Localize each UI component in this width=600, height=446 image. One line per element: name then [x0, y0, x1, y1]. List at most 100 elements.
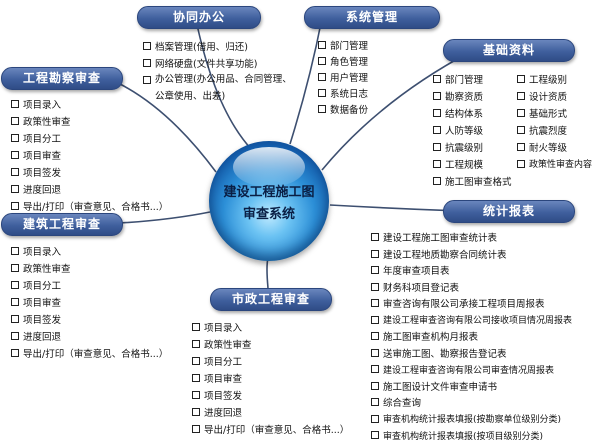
survey-pill[interactable]: 工程勘察审查 [1, 67, 123, 90]
list-item[interactable]: 项目录入 [11, 242, 181, 259]
basic-pill[interactable]: 基础资料 [443, 39, 575, 62]
center-title: 建设工程施工图 审查系统 [209, 182, 329, 226]
checkbox-icon [371, 282, 379, 291]
checkbox-icon [433, 176, 441, 185]
checkbox-icon [192, 322, 200, 331]
list-item[interactable]: 人防等级 [433, 121, 519, 138]
list-item[interactable]: 导出/打印（审查意见、合格书...） [11, 344, 181, 361]
list-item[interactable]: 项目录入 [192, 318, 367, 335]
sphere-highlight [233, 147, 305, 187]
list-item[interactable]: 综合查询 [371, 394, 599, 411]
stats-pill[interactable]: 统计报表 [443, 200, 575, 223]
list-item[interactable]: 项目签发 [192, 386, 367, 403]
list-item[interactable]: 抗震级别 [433, 138, 519, 155]
list-item[interactable]: 审查咨询有限公司承接工程项目周报表 [371, 295, 599, 312]
checkbox-icon [11, 116, 19, 125]
checkbox-icon [371, 249, 379, 258]
checkbox-icon [192, 339, 200, 348]
list-item[interactable]: 进度回退 [11, 180, 181, 197]
list-item[interactable]: 结构体系 [433, 104, 519, 121]
list-item[interactable]: 项目签发 [11, 310, 181, 327]
municipal-list: 项目录入 政策性审查 项目分工 项目审查 项目签发 进度回退 导出/打印（审查意… [192, 318, 367, 437]
list-item[interactable]: 建设工程审查咨询有限公司接收项目情况周报表 [371, 312, 599, 329]
checkbox-icon [11, 201, 19, 210]
checkbox-icon [433, 125, 441, 134]
checkbox-icon [11, 348, 19, 357]
list-item[interactable]: 角色管理 [318, 53, 418, 69]
list-item[interactable]: 审查机构统计报表填报(按勘察单位级别分类) [371, 411, 599, 428]
checkbox-icon [517, 159, 525, 168]
list-item[interactable]: 项目审查 [192, 369, 367, 386]
survey-list: 项目录入 政策性审查 项目分工 项目审查 项目签发 进度回退 导出/打印（审查意… [11, 95, 181, 214]
list-item[interactable]: 勘察资质 [433, 87, 519, 104]
list-item[interactable]: 网络硬盘(文件共享功能) [143, 54, 293, 71]
checkbox-icon [517, 125, 525, 134]
checkbox-icon [371, 414, 379, 423]
checkbox-icon [318, 89, 326, 97]
list-item[interactable]: 施工图审查格式 [433, 172, 519, 189]
list-item[interactable]: 基础形式 [517, 104, 597, 121]
list-item[interactable]: 工程规模 [433, 155, 519, 172]
list-item[interactable]: 项目审查 [11, 146, 181, 163]
list-item[interactable]: 政策性审查内容 [517, 155, 597, 172]
list-item[interactable]: 项目录入 [11, 95, 181, 112]
list-item[interactable]: 导出/打印（审查意见、合格书...） [192, 420, 367, 437]
checkbox-icon [371, 431, 379, 440]
list-item[interactable]: 年度审查项目表 [371, 262, 599, 279]
checkbox-icon [11, 314, 19, 323]
list-item[interactable]: 施工图审查机构月报表 [371, 328, 599, 345]
list-item[interactable]: 档案管理(借用、归还) [143, 37, 293, 54]
checkbox-icon [11, 184, 19, 193]
list-item[interactable]: 建设工程施工图审查统计表 [371, 229, 599, 246]
checkbox-icon [517, 142, 525, 151]
list-item[interactable]: 施工图设计文件审查申请书 [371, 378, 599, 395]
list-item[interactable]: 审查机构统计报表填报(按项目级别分类) [371, 427, 599, 444]
list-item[interactable]: 工程级别 [517, 70, 597, 87]
checkbox-icon [192, 356, 200, 365]
checkbox-icon [11, 167, 19, 176]
list-item[interactable]: 项目分工 [192, 352, 367, 369]
list-item[interactable]: 送审施工图、勘察报告登记表 [371, 345, 599, 362]
list-item[interactable]: 数据备份 [318, 101, 418, 117]
list-item[interactable]: 项目签发 [11, 163, 181, 180]
list-item[interactable]: 办公管理(办公用品、合同管理、公章使用、出差) [143, 71, 293, 105]
list-item[interactable]: 用户管理 [318, 69, 418, 85]
checkbox-icon [371, 266, 379, 275]
list-item[interactable]: 建设工程地质勘察合同统计表 [371, 246, 599, 263]
list-item[interactable]: 项目审查 [11, 293, 181, 310]
municipal-pill[interactable]: 市政工程审查 [210, 288, 332, 311]
building-list: 项目录入 政策性审查 项目分工 项目审查 项目签发 进度回退 导出/打印（审查意… [11, 242, 181, 361]
list-item[interactable]: 导出/打印（审查意见、合格书...） [11, 197, 181, 214]
list-item[interactable]: 系统日志 [318, 85, 418, 101]
checkbox-icon [192, 407, 200, 416]
checkbox-icon [11, 263, 19, 272]
list-item[interactable]: 项目分工 [11, 129, 181, 146]
list-item[interactable]: 进度回退 [192, 403, 367, 420]
checkbox-icon [371, 398, 379, 407]
list-item[interactable]: 项目分工 [11, 276, 181, 293]
list-item[interactable]: 政策性审查 [11, 259, 181, 276]
system-pill[interactable]: 系统管理 [304, 6, 440, 29]
checkbox-icon [192, 373, 200, 382]
checkbox-icon [11, 297, 19, 306]
checkbox-icon [371, 381, 379, 390]
collab-pill[interactable]: 协同办公 [137, 6, 261, 29]
list-item[interactable]: 抗震烈度 [517, 121, 597, 138]
list-item[interactable]: 设计资质 [517, 87, 597, 104]
checkbox-icon [371, 233, 379, 242]
stats-list: 建设工程施工图审查统计表 建设工程地质勘察合同统计表 年度审查项目表 财务科项目… [371, 229, 599, 444]
list-item[interactable]: 部门管理 [433, 70, 519, 87]
checkbox-icon [371, 315, 379, 324]
list-item[interactable]: 进度回退 [11, 327, 181, 344]
list-item[interactable]: 部门管理 [318, 37, 418, 53]
list-item[interactable]: 财务科项目登记表 [371, 279, 599, 296]
checkbox-icon [11, 246, 19, 255]
list-item[interactable]: 建设工程审查咨询有限公司审查情况周报表 [371, 361, 599, 378]
list-item[interactable]: 政策性审查 [192, 335, 367, 352]
checkbox-icon [11, 331, 19, 340]
collab-list: 档案管理(借用、归还) 网络硬盘(文件共享功能) 办公管理(办公用品、合同管理、… [143, 37, 293, 105]
list-item[interactable]: 耐火等级 [517, 138, 597, 155]
building-pill[interactable]: 建筑工程审查 [1, 213, 123, 236]
checkbox-icon [433, 142, 441, 151]
list-item[interactable]: 政策性审查 [11, 112, 181, 129]
